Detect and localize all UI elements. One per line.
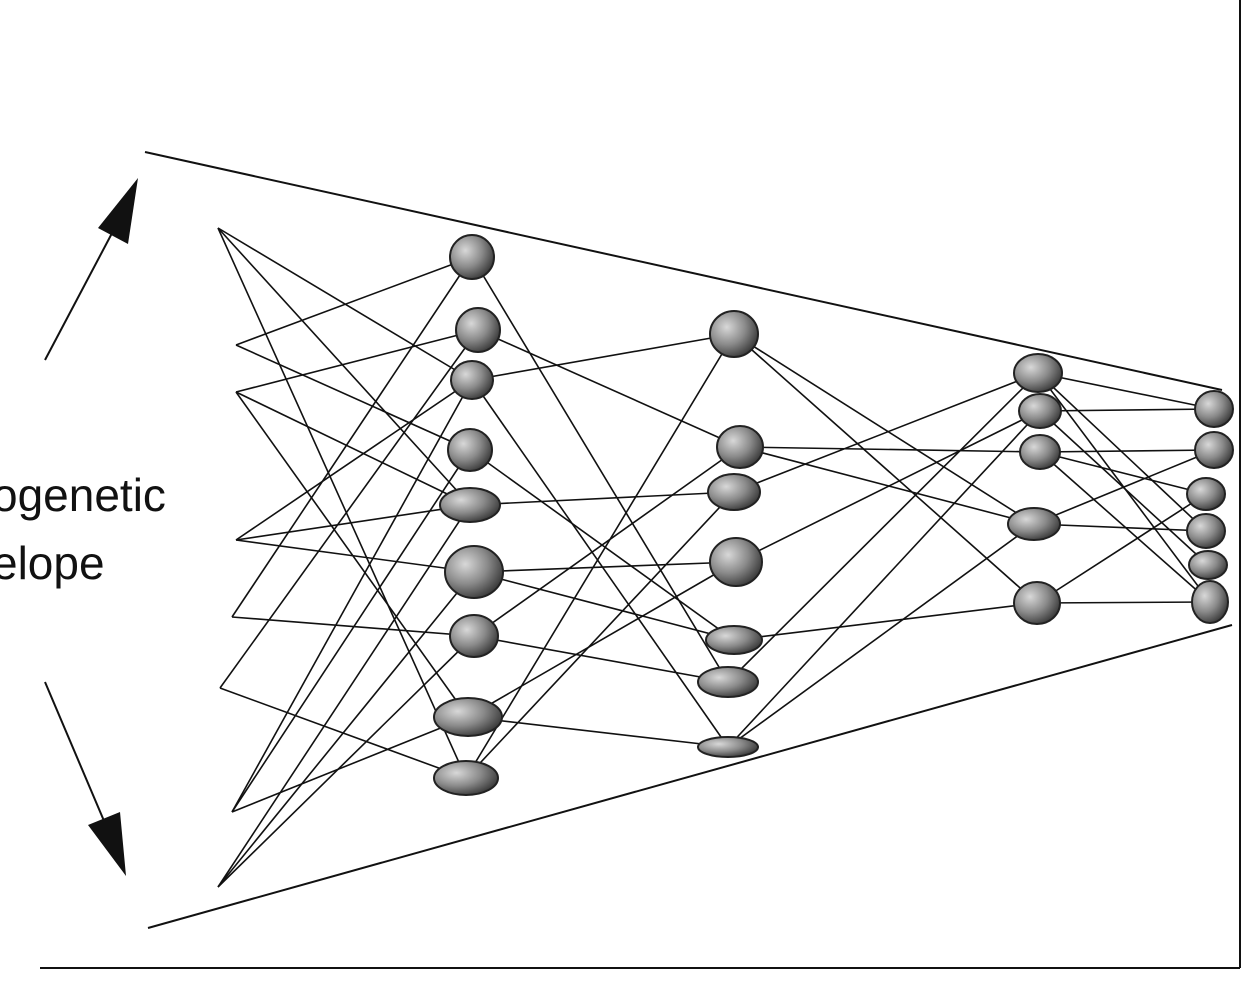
connection-line: [473, 561, 737, 573]
envelope-top-line: [144, 151, 1223, 391]
layer-2-node: [705, 625, 763, 655]
layer-1-node: [449, 614, 499, 658]
layer-1-node: [447, 428, 493, 472]
output-node: [1194, 390, 1234, 428]
layer-2-node: [716, 425, 764, 469]
layer-2-node: [709, 537, 763, 587]
layer-2-node: [697, 736, 759, 758]
connection-line: [467, 716, 729, 748]
connection-line: [739, 446, 1041, 453]
layer-1-node: [449, 234, 495, 280]
connection-line: [473, 635, 729, 683]
connection-line: [231, 616, 475, 637]
output-node: [1188, 550, 1228, 580]
connection-line: [739, 446, 1035, 525]
connection-line: [235, 256, 473, 346]
layer-2-node: [709, 310, 759, 358]
layer-1-node: [450, 360, 494, 400]
envelope-label-line-2: elope: [0, 537, 105, 589]
connection-lines: [217, 227, 1215, 888]
connection-line: [217, 571, 475, 888]
connection-line: [727, 410, 1041, 748]
connection-line: [231, 379, 473, 813]
connection-line: [471, 379, 729, 748]
connection-line: [733, 333, 1038, 604]
connection-line: [231, 716, 469, 813]
connection-line: [465, 333, 735, 779]
connection-line: [471, 333, 735, 381]
connection-line: [1033, 523, 1207, 532]
connection-line: [235, 391, 471, 506]
layer-3-node: [1013, 353, 1063, 393]
layer-3-node: [1018, 393, 1062, 429]
layer-1-node: [433, 760, 499, 796]
connection-line: [1036, 601, 1211, 604]
arrow-up-icon: [44, 178, 138, 361]
connection-line: [1036, 493, 1207, 604]
layer-2-node: [697, 666, 759, 698]
connection-line: [473, 446, 741, 637]
output-node: [1186, 477, 1226, 511]
arrow-down-icon: [44, 681, 126, 876]
connection-line: [727, 523, 1035, 748]
output-node: [1191, 580, 1229, 624]
connection-line: [235, 539, 475, 573]
connection-line: [1037, 372, 1207, 532]
connection-line: [477, 329, 741, 448]
connection-line: [235, 344, 471, 451]
connection-line: [235, 379, 473, 541]
layer-3-node: [1013, 581, 1061, 625]
connection-line: [1039, 451, 1207, 495]
connection-line: [473, 571, 735, 641]
connection-line: [727, 372, 1039, 683]
connection-line: [733, 372, 1039, 493]
connection-line: [217, 504, 471, 888]
connection-line: [217, 227, 471, 506]
connection-line: [1039, 449, 1215, 453]
connection-line: [219, 329, 479, 689]
network-nodes: [433, 234, 1234, 796]
layer-1-node: [455, 307, 501, 353]
connection-line: [733, 602, 1038, 641]
connection-line: [467, 561, 737, 718]
connection-line: [235, 329, 479, 393]
envelope-label-line-1: ogenetic: [0, 469, 166, 521]
envelope-bottom-line: [147, 624, 1233, 929]
connection-line: [235, 391, 469, 718]
connection-line: [217, 227, 467, 779]
connection-line: [231, 256, 473, 618]
connection-line: [465, 491, 735, 779]
connection-line: [469, 491, 735, 506]
connection-line: [1037, 372, 1215, 410]
connection-line: [235, 504, 471, 541]
layer-3-node: [1019, 434, 1061, 470]
connection-line: [733, 333, 1035, 525]
connection-line: [471, 256, 729, 683]
connection-line: [1039, 408, 1215, 412]
layer-2-node: [707, 473, 761, 511]
connection-line: [231, 449, 471, 813]
output-node: [1194, 431, 1234, 469]
connection-line: [1037, 372, 1211, 603]
output-node: [1186, 513, 1226, 549]
layer-1-node: [439, 487, 501, 523]
layer-3-node: [1007, 507, 1061, 541]
connection-line: [217, 635, 475, 888]
layer-1-node: [444, 545, 504, 599]
layer-1-node: [433, 697, 503, 737]
